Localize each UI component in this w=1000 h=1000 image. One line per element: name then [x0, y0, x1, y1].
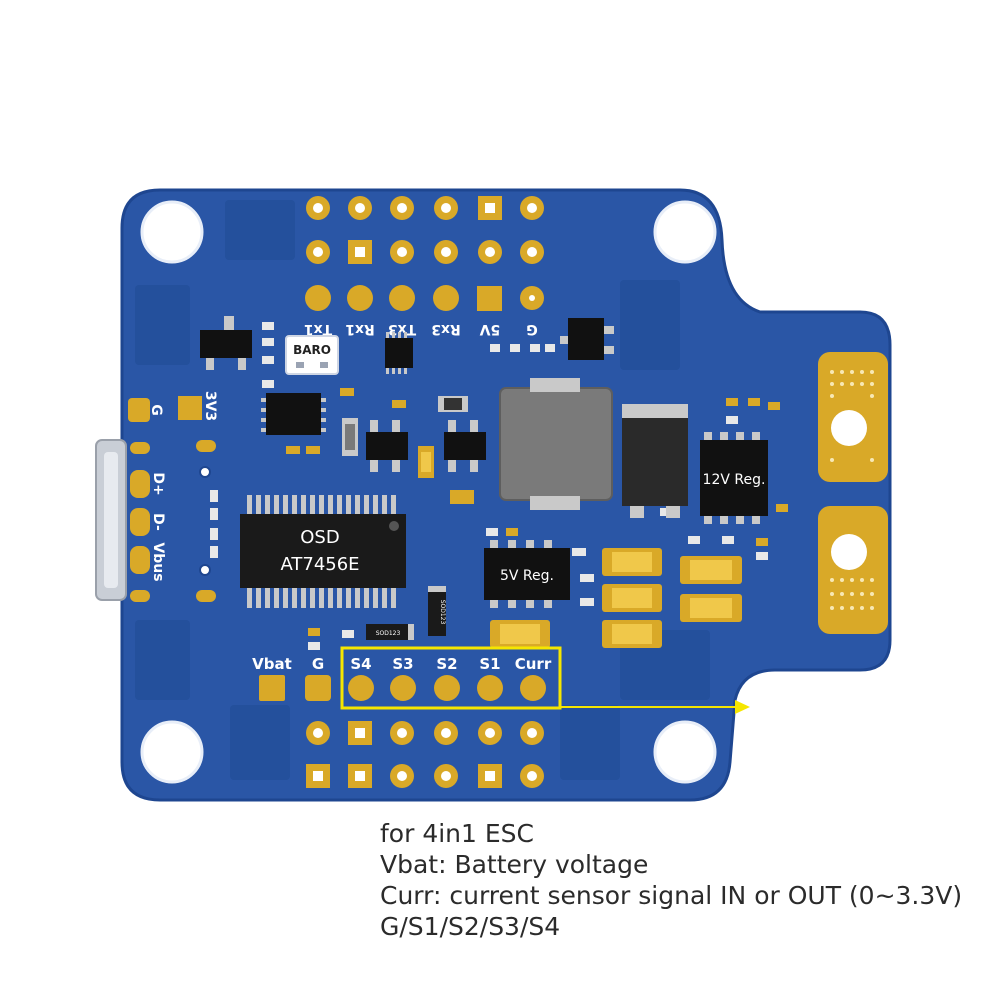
label-g-top: G	[526, 321, 538, 337]
label-g-left: G	[148, 404, 164, 416]
reg-5v-label: 5V Reg.	[500, 568, 554, 584]
small-ic	[385, 332, 413, 374]
uart-solder-pads	[305, 285, 544, 311]
dpak-component	[622, 404, 688, 518]
left-vias	[199, 466, 211, 576]
g-pad-dot	[529, 295, 535, 301]
osd-label-line2: AT7456E	[280, 554, 359, 575]
baro-sensor: BARO	[285, 335, 339, 375]
label-vbus: Vbus	[150, 542, 166, 581]
esc-arrow-head	[735, 700, 750, 714]
label-s2: S2	[436, 655, 457, 673]
top-pad-row-2	[306, 240, 544, 264]
passive-components	[210, 322, 788, 650]
label-3v3: 3V3	[202, 391, 218, 421]
esc-labels: S4 S3 S2 S1 Curr Vbat G	[252, 655, 552, 673]
esc-pads	[259, 675, 546, 701]
usb-connector	[95, 439, 127, 601]
label-rx1: Rx1	[345, 321, 375, 337]
osd-label-line1: OSD	[300, 527, 339, 548]
left-labels: G 3V3 D+ D- Vbus	[148, 391, 218, 582]
battery-pads	[818, 352, 888, 634]
note-line-3: Curr: current sensor signal IN or OUT (0…	[380, 881, 963, 910]
label-curr: Curr	[515, 655, 552, 673]
mounting-holes	[140, 200, 717, 784]
reg-12v-chip: 12V Reg.	[700, 432, 768, 524]
osd-chip: OSD AT7456E	[240, 495, 406, 608]
baro-label: BARO	[293, 343, 331, 357]
note-line-2: Vbat: Battery voltage	[380, 850, 649, 879]
reg-5v-chip: 5V Reg.	[484, 540, 570, 608]
sot-components	[200, 316, 614, 370]
label-g-bottom: G	[312, 655, 324, 673]
label-tx1: Tx1	[304, 321, 332, 337]
capacitor-highlights	[500, 552, 732, 644]
reg-12v-label: 12V Reg.	[703, 472, 766, 488]
esc-highlight-box	[340, 646, 562, 710]
power-inductor	[499, 378, 613, 510]
label-dplus: D+	[150, 472, 166, 495]
diodes: SOD123 SOD123	[366, 586, 446, 640]
note-line-4: G/S1/S2/S3/S4	[380, 912, 561, 941]
gyro-chip	[261, 393, 326, 435]
label-dminus: D-	[150, 513, 166, 531]
label-vbat: Vbat	[252, 655, 292, 673]
top-pad-row-1	[306, 196, 544, 220]
bottom-pad-row-2	[306, 764, 544, 788]
label-rx3: Rx3	[431, 321, 461, 337]
label-5v: 5V	[480, 321, 501, 337]
left-pads	[128, 396, 216, 602]
description-notes: for 4in1 ESC Vbat: Battery voltage Curr:…	[380, 818, 980, 942]
label-s1: S1	[479, 655, 500, 673]
diode-mark-2: SOD123	[376, 630, 401, 637]
label-s4: S4	[350, 655, 371, 673]
bottom-pad-row-1	[306, 721, 544, 745]
pcb-texture	[135, 200, 710, 780]
label-s3: S3	[392, 655, 413, 673]
mosfet-pair	[366, 420, 486, 472]
diode-mark-1: SOD123	[439, 600, 446, 625]
note-line-1: for 4in1 ESC	[380, 819, 534, 848]
